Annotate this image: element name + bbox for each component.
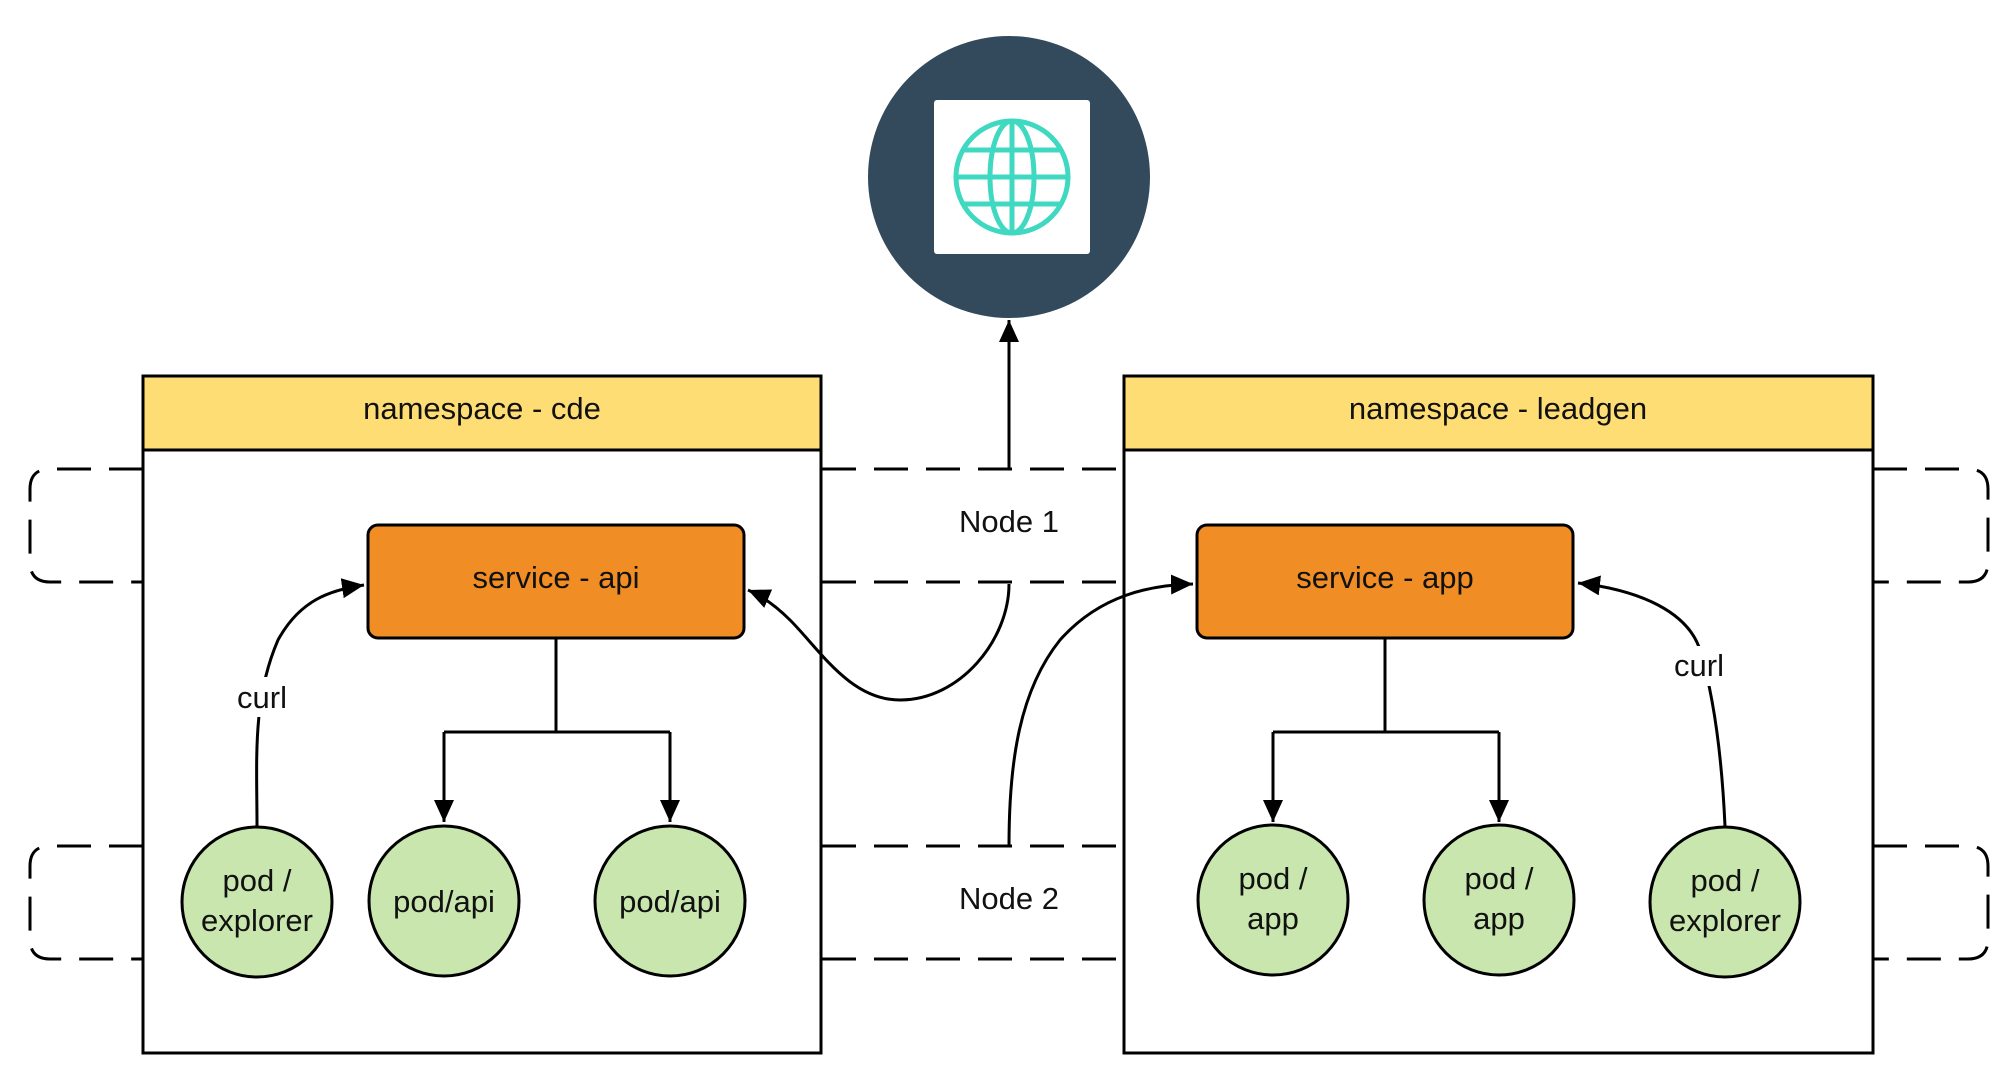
internet-node: [868, 36, 1150, 318]
globe-icon: [953, 118, 1071, 236]
namespace-leadgen-header: [1122, 374, 1875, 452]
pod-api-1: pod/api: [367, 824, 521, 978]
service-app-label: service - app: [1296, 560, 1473, 595]
node-1-label: Node 1: [959, 504, 1059, 539]
curl-label-cde: curl: [237, 680, 287, 715]
pod-api-2: pod/api: [593, 824, 747, 978]
pod-app-2: pod / app: [1422, 823, 1576, 977]
pod-app-1: pod / app: [1196, 823, 1350, 977]
namespace-cde-header: [141, 374, 823, 452]
pod-label-line1: pod /: [1691, 863, 1760, 898]
curl-label-bg-leadgen: [1666, 646, 1732, 686]
pod-explorer-leadgen: pod / explorer: [1648, 825, 1802, 979]
curl-label-leadgen: curl: [1674, 648, 1724, 683]
node-1-group: [28, 467, 1990, 584]
namespace-leadgen: namespace - leadgen service - app curl p…: [1122, 374, 1875, 1055]
pod-label-line1: pod/api: [619, 884, 721, 919]
pod-label-line1: pod/api: [393, 884, 495, 919]
pod-label-line1: pod /: [1465, 861, 1534, 896]
curl-label-bg-cde: [228, 677, 294, 717]
curl-arrow-cde: [255, 578, 365, 827]
node1-to-service-api-arrow: [747, 583, 1011, 702]
service-api-fanout: [434, 638, 680, 822]
pod-explorer-cde: pod / explorer: [180, 825, 334, 979]
node2-to-service-app-arrow: [1007, 574, 1194, 847]
namespace-cde-title: namespace - cde: [363, 391, 601, 426]
pod-label-line1: pod /: [223, 863, 292, 898]
node-2-group: [28, 844, 1990, 961]
node-2-label: Node 2: [959, 881, 1059, 916]
pod-label-line2: app: [1247, 901, 1299, 936]
service-app-fanout: [1263, 638, 1509, 822]
namespace-cde: namespace - cde service - api curl pod /…: [141, 374, 823, 1055]
service-api-label: service - api: [472, 560, 639, 595]
pod-label-line2: explorer: [1669, 903, 1781, 938]
namespace-leadgen-title: namespace - leadgen: [1349, 391, 1647, 426]
pod-label-line2: explorer: [201, 903, 313, 938]
pod-label-line1: pod /: [1239, 861, 1308, 896]
pod-label-line2: app: [1473, 901, 1525, 936]
